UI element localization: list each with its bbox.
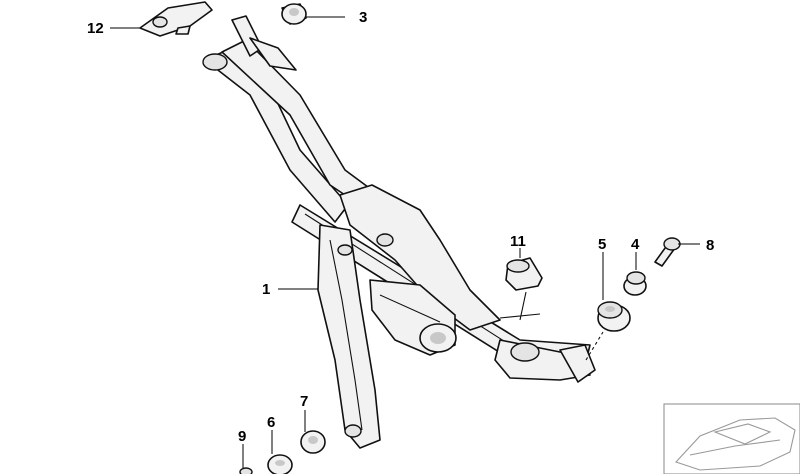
part-12-plate xyxy=(139,1,213,37)
callout-1: 1 xyxy=(262,281,270,298)
callout-11: 11 xyxy=(510,233,526,250)
callout-5: 5 xyxy=(598,236,606,253)
part-11-cap xyxy=(499,257,543,321)
part-9-ring xyxy=(239,467,253,474)
part-5-grommet xyxy=(597,301,631,332)
part-4-sleeve xyxy=(623,271,647,296)
part-7-bush xyxy=(300,430,326,454)
vehicle-thumbnail xyxy=(663,403,800,474)
part-3-bush xyxy=(281,3,307,25)
leader-lines xyxy=(110,16,700,468)
part-6-bush xyxy=(267,454,293,474)
wiper-motor xyxy=(339,184,501,356)
part-8-bolt xyxy=(654,237,681,267)
callout-3: 3 xyxy=(359,9,367,26)
callout-6: 6 xyxy=(267,414,275,431)
callouts: 12 3 1 11 5 4 8 7 6 9 xyxy=(87,9,714,445)
callout-4: 4 xyxy=(631,236,640,253)
callout-8: 8 xyxy=(706,237,714,254)
callout-7: 7 xyxy=(300,393,308,410)
callout-12: 12 xyxy=(87,20,104,37)
callout-9: 9 xyxy=(238,428,246,445)
wiper-linkage-frame xyxy=(202,15,596,449)
